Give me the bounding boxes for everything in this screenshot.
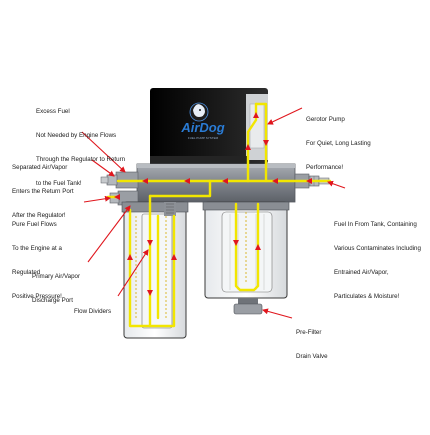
airdog-logo: AirDog FUEL PUMP SYSTEM <box>180 102 225 140</box>
label-flow-dividers: Flow Dividers <box>74 308 112 315</box>
callout-flow-dividers <box>117 249 149 297</box>
callout-excess-fuel <box>81 131 126 173</box>
flow-arrows <box>114 112 312 296</box>
callout-separated-air <box>91 159 115 177</box>
label-prefilter-drain: Pre-Filter Drain Valve <box>296 329 328 360</box>
drain-valve <box>233 298 263 315</box>
brand-tagline: FUEL PUMP SYSTEM <box>188 136 219 140</box>
label-pure-fuel: Pure Fuel Flows To the Engine at a Regul… <box>12 221 62 300</box>
callout-gerotor <box>267 107 303 125</box>
motor-housing <box>150 88 268 164</box>
label-primary-air: Primary Air/Vapor Discharge Port <box>32 273 81 304</box>
dog-head-logo-icon <box>189 102 209 122</box>
callout-drain <box>262 308 293 319</box>
label-gerotor-pump: Gerotor Pump For Quiet, Long Lasting Per… <box>306 116 371 171</box>
callout-arrows <box>81 107 346 319</box>
callout-primary-air <box>87 205 131 263</box>
fuel-flow-paths <box>106 102 332 328</box>
label-separated-air: Separated Air/Vapor Enters the Return Po… <box>12 164 74 219</box>
callout-fuel-in <box>327 180 346 189</box>
left-filter-housing <box>121 201 189 339</box>
brand-name: AirDog <box>180 120 224 135</box>
label-excess-fuel: Excess Fuel Not Needed by Engine Flows T… <box>36 108 126 187</box>
label-fuel-in: Fuel In From Tank, Containing Various Co… <box>334 221 421 300</box>
callout-pure-fuel <box>83 195 111 203</box>
